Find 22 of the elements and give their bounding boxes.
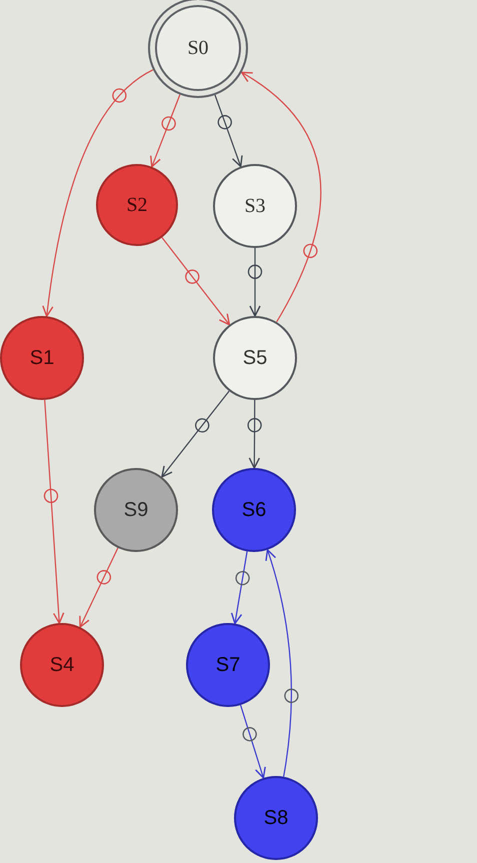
arrow <box>240 704 266 778</box>
arrow <box>248 248 262 316</box>
state-label: S2 <box>126 195 148 215</box>
arrow <box>265 550 299 777</box>
arrow <box>161 390 230 478</box>
arrow <box>79 548 118 628</box>
arrow <box>214 94 243 167</box>
state-label: S3 <box>244 196 266 216</box>
state-label: S9 <box>124 500 148 520</box>
arrow <box>241 72 322 322</box>
state-label: S6 <box>242 500 266 520</box>
state-label: S4 <box>50 655 74 675</box>
arrow <box>231 551 250 624</box>
state-label: S1 <box>30 348 54 368</box>
state-label: S5 <box>242 348 268 368</box>
arrow <box>44 400 64 624</box>
arrow <box>162 237 230 326</box>
arrow <box>42 69 154 316</box>
state-label: S8 <box>264 808 288 828</box>
state-label: S7 <box>216 655 240 675</box>
arrow <box>247 400 262 468</box>
state-label: S0 <box>187 38 209 58</box>
